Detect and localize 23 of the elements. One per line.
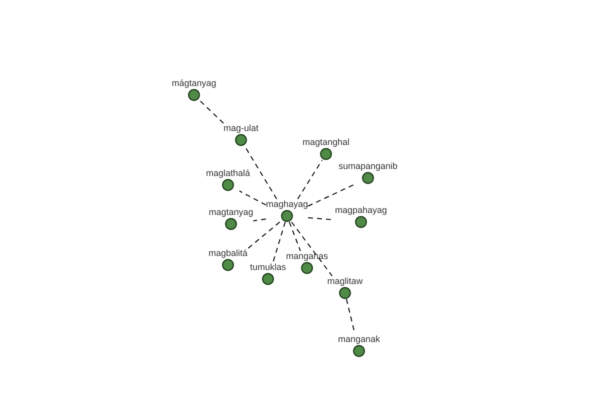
node-label: maglathalá bbox=[206, 168, 250, 179]
node-label: magbalitá bbox=[208, 248, 248, 259]
node-label: mágtanyag bbox=[172, 78, 216, 89]
node-label: maghayag bbox=[266, 199, 308, 210]
dashed-line bbox=[308, 184, 356, 207]
dashed-line bbox=[252, 218, 266, 222]
node-label: mangahas bbox=[286, 251, 328, 262]
dashed-line bbox=[291, 222, 333, 276]
dashed-line bbox=[244, 146, 278, 200]
dashed-line bbox=[272, 222, 286, 262]
dashed-line bbox=[297, 160, 323, 200]
node-label: tumuklas bbox=[250, 262, 286, 273]
dashed-line bbox=[288, 222, 301, 252]
dashed-line bbox=[238, 190, 266, 206]
node-label: maglitaw bbox=[327, 276, 363, 287]
node-label: manganak bbox=[338, 334, 380, 345]
dashed-line bbox=[247, 222, 280, 250]
node-label: mag-ulat bbox=[223, 123, 258, 134]
node-label: magtanyag bbox=[208, 207, 254, 218]
node-label: magpahayag bbox=[334, 205, 388, 216]
node-label: magtanghal bbox=[302, 137, 350, 148]
dashed-line bbox=[200, 100, 224, 124]
node-label: sumapanganib bbox=[338, 161, 398, 172]
